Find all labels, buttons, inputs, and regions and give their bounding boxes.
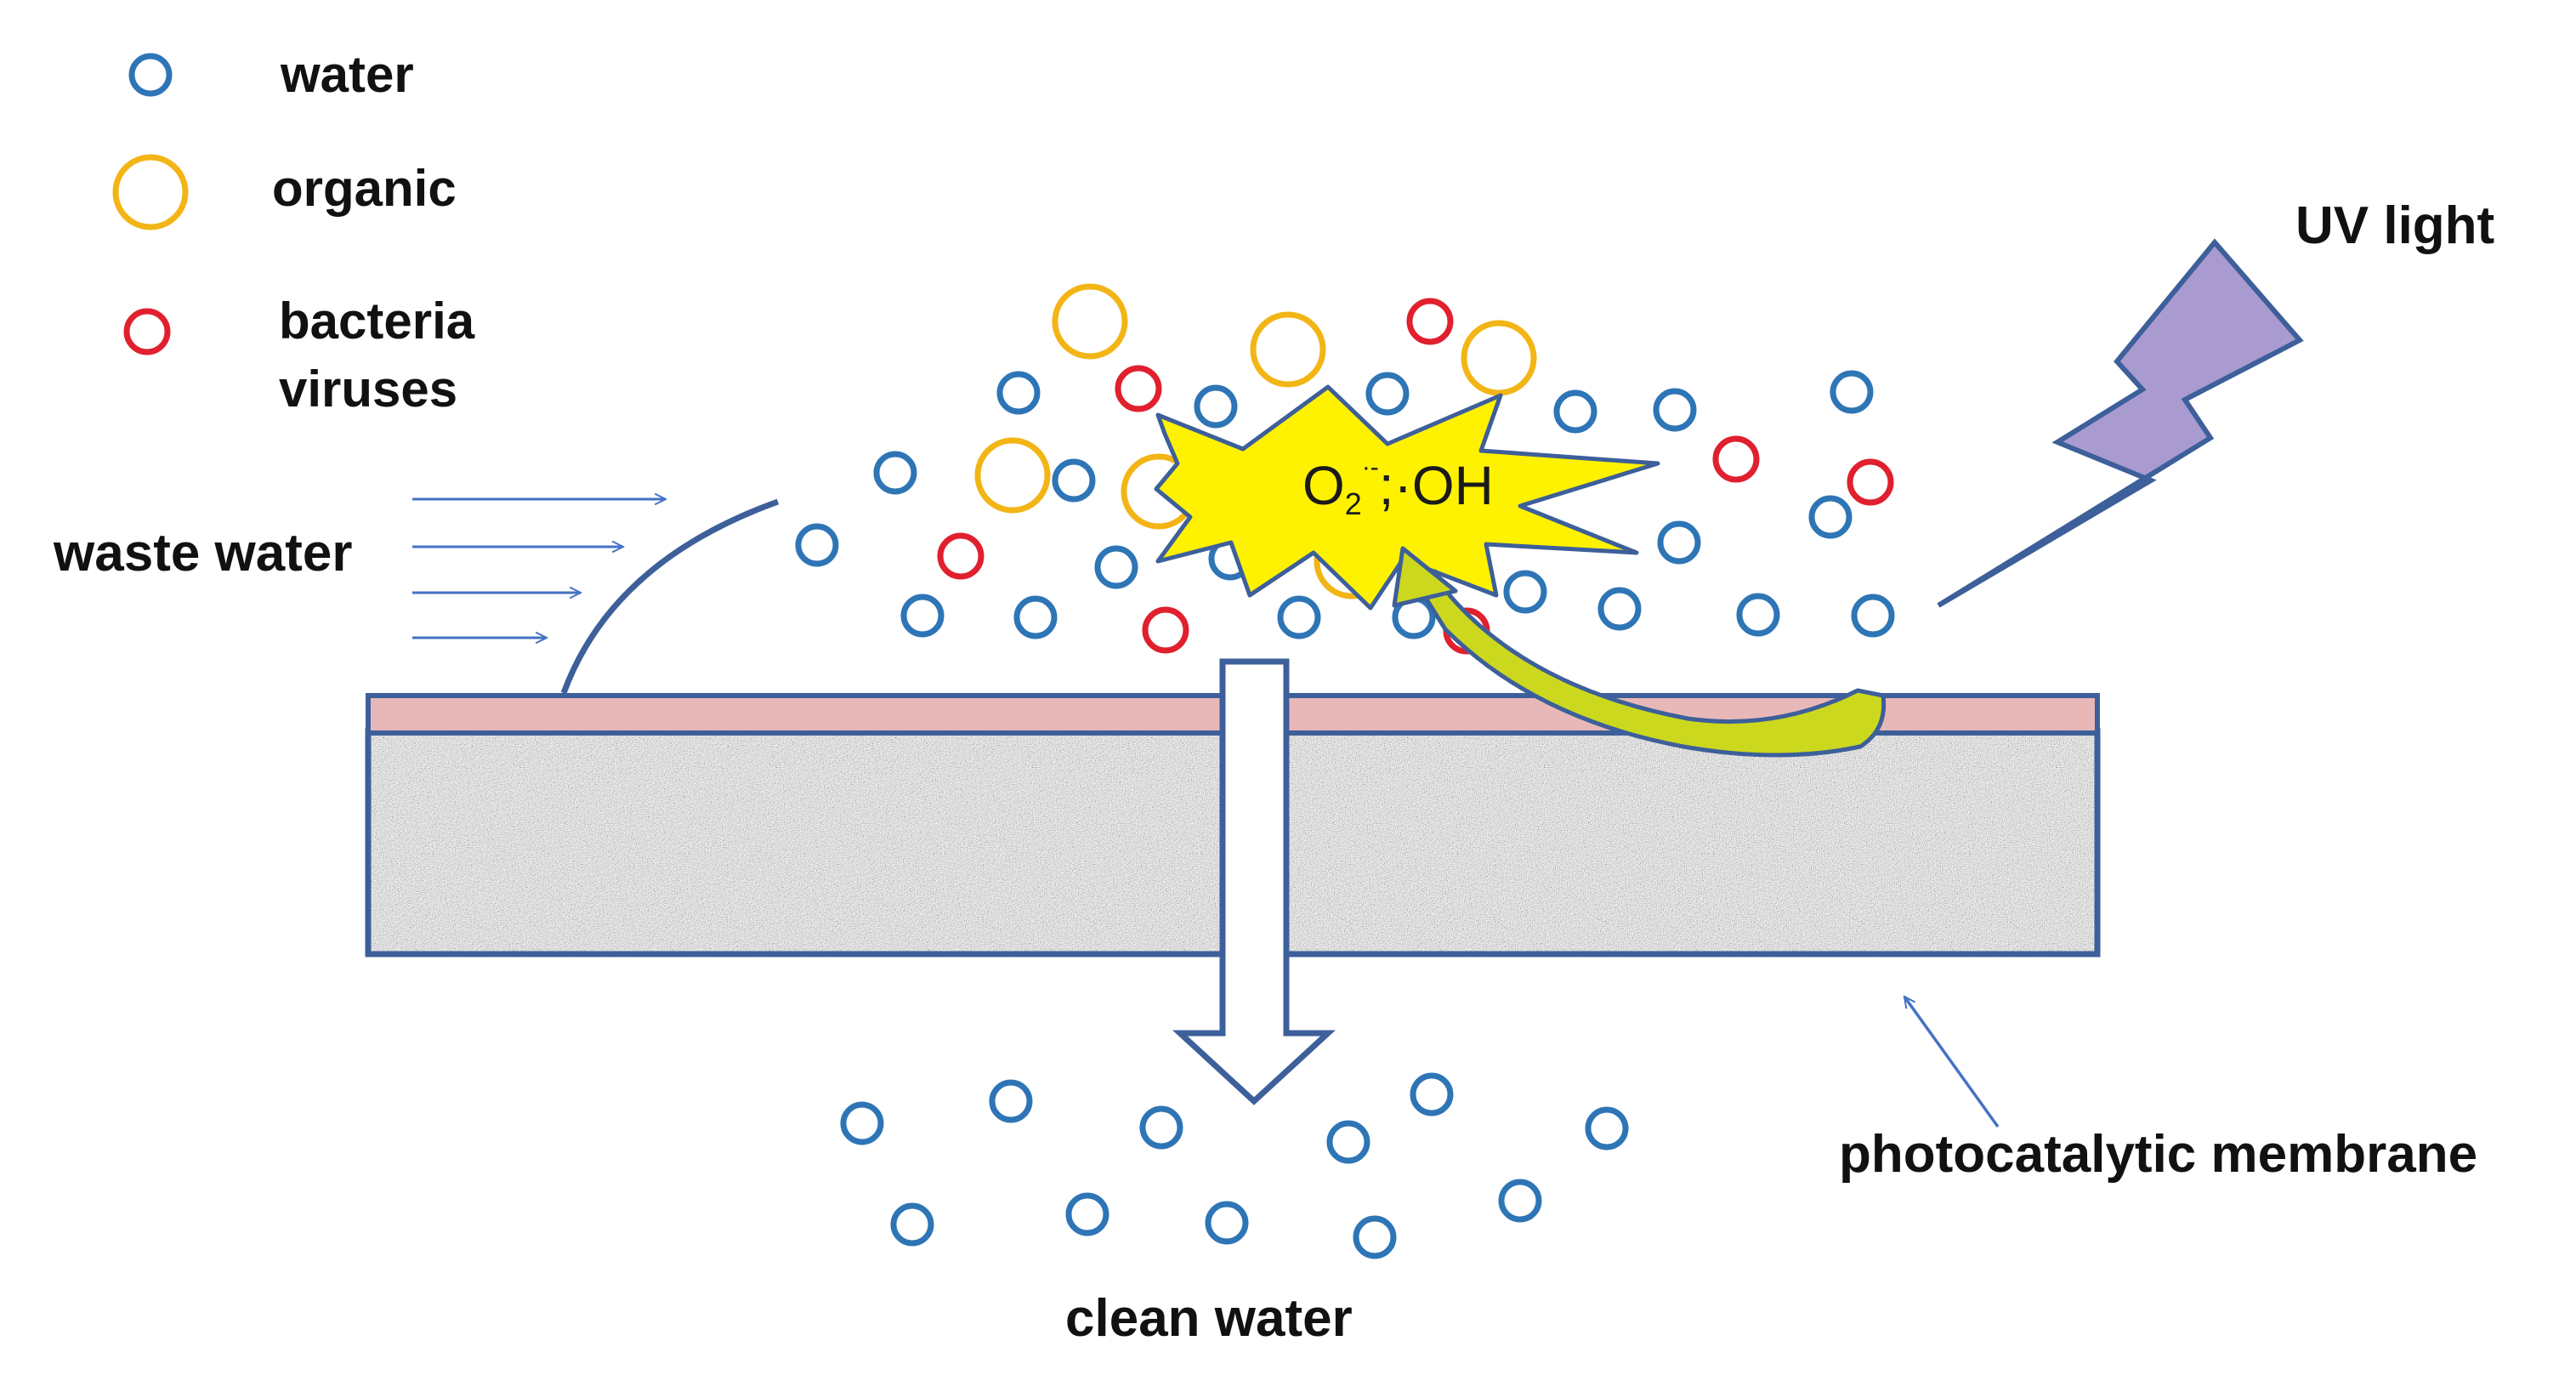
water-particle (795, 523, 839, 567)
water-particle (873, 451, 917, 495)
water-particle (1597, 587, 1642, 631)
bacteria-particle (1406, 298, 1454, 345)
photocatalysis-arrow (1392, 546, 1887, 758)
water-particle (1653, 388, 1697, 432)
legend-organic-label: organic (272, 160, 457, 217)
bacteria-particle (1712, 435, 1760, 483)
flow-curve (560, 498, 780, 695)
uv-light-label: UV light (2295, 196, 2495, 255)
ros-burst (1154, 384, 1660, 611)
water-particle (1094, 545, 1138, 589)
water-particle (1830, 370, 1874, 414)
water-particle (1194, 384, 1238, 429)
water-particle (1013, 595, 1058, 639)
water-particle (1808, 495, 1853, 539)
water-particle (1052, 458, 1096, 503)
legend-water-label: water (281, 46, 414, 103)
legend-bacteria-label: bacteria (279, 293, 475, 349)
ros-label: O2·-;·OH (1302, 453, 1494, 521)
bacteria-particle (937, 532, 984, 580)
water-particle (1736, 593, 1780, 637)
permeate-down-arrow (1172, 658, 1336, 1105)
bacteria-particle (1142, 606, 1189, 654)
organic-particle (1250, 311, 1326, 388)
photocatalysis-arrow-head (1392, 546, 1458, 608)
water-particle (1503, 570, 1547, 614)
water-particle (1657, 520, 1701, 565)
water-particle (996, 371, 1041, 415)
inflow-arrows (412, 499, 666, 638)
clean-water-particle (840, 1101, 884, 1145)
membrane-pointer-arrow (1903, 997, 2000, 1128)
legend-bacteria-icon (123, 308, 171, 355)
clean-water-particle (1205, 1201, 1249, 1245)
legend-water-icon (128, 53, 173, 97)
clean-water-particles (840, 1072, 1629, 1259)
clean-water-particle (1585, 1106, 1629, 1151)
clean-water-particle (890, 1202, 934, 1247)
water-particle (900, 594, 945, 638)
clean-water-particle (1065, 1192, 1109, 1236)
clean-water-particle (1139, 1105, 1183, 1150)
legend-viruses-label: viruses (279, 361, 458, 418)
organic-particle (1052, 283, 1128, 360)
bacteria-particle (1115, 365, 1162, 412)
legend-symbols (112, 53, 189, 355)
water-particle (1277, 595, 1321, 639)
clean-water-label: clean water (1065, 1289, 1353, 1348)
clean-water-particle (1326, 1120, 1370, 1164)
water-particle (1553, 389, 1597, 434)
organic-particle (974, 437, 1051, 514)
bacteria-particle (1847, 458, 1894, 506)
clean-water-particle (1410, 1072, 1454, 1116)
organic-particle (1461, 320, 1537, 396)
clean-water-particle (989, 1079, 1033, 1123)
clean-water-particle (1498, 1179, 1542, 1223)
ros-burst-shape (1154, 384, 1660, 611)
photocatalysis-arrow-shaft (1421, 569, 1887, 758)
water-particle (1851, 594, 1895, 638)
clean-water-particle (1353, 1215, 1397, 1259)
waste-water-label: waste water (54, 524, 353, 582)
water-particle (1365, 372, 1410, 416)
uv-lightning-bolt (1937, 238, 2304, 608)
legend-organic-icon (112, 154, 189, 230)
photocatalytic-membrane-label: photocatalytic membrane (1839, 1125, 2478, 1184)
